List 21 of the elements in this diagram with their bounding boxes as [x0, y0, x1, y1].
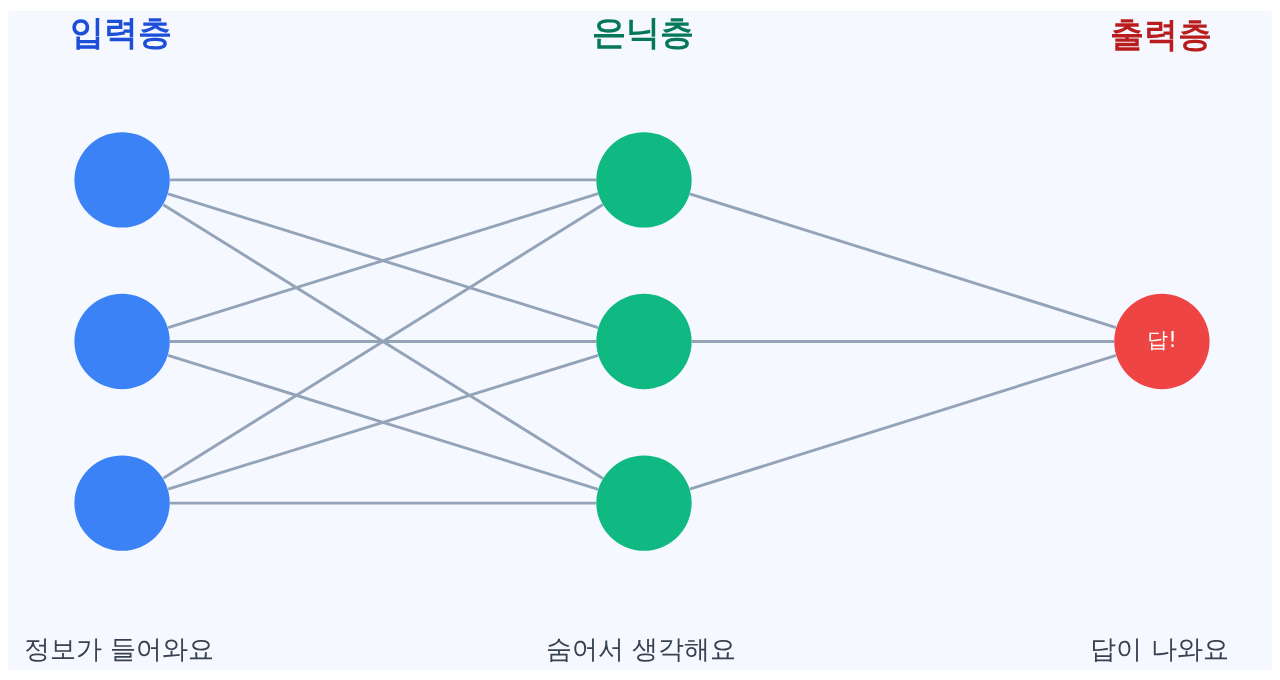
connector: [691, 339, 1115, 343]
connector: [689, 353, 1117, 491]
label: 은닉층: [591, 11, 694, 52]
label: 출력층: [1109, 13, 1212, 54]
connector: [167, 191, 599, 329]
node-circle: [74, 454, 170, 551]
node-circle: [596, 293, 692, 389]
label: 입력층: [69, 11, 172, 52]
node-circle: [74, 293, 170, 389]
label: 답이 나와요: [1090, 632, 1229, 664]
node-circle: [596, 131, 692, 228]
node-circle: 답!: [1114, 293, 1210, 389]
connector: [169, 501, 597, 505]
connector: [167, 353, 599, 491]
connector: [169, 177, 597, 181]
label: 숨어서 생각해요: [545, 632, 737, 664]
node-circle: [74, 131, 170, 228]
connector: [689, 191, 1117, 329]
label: 정보가 들어와요: [24, 632, 215, 664]
node-circle: [596, 454, 692, 551]
connector: [169, 339, 597, 343]
